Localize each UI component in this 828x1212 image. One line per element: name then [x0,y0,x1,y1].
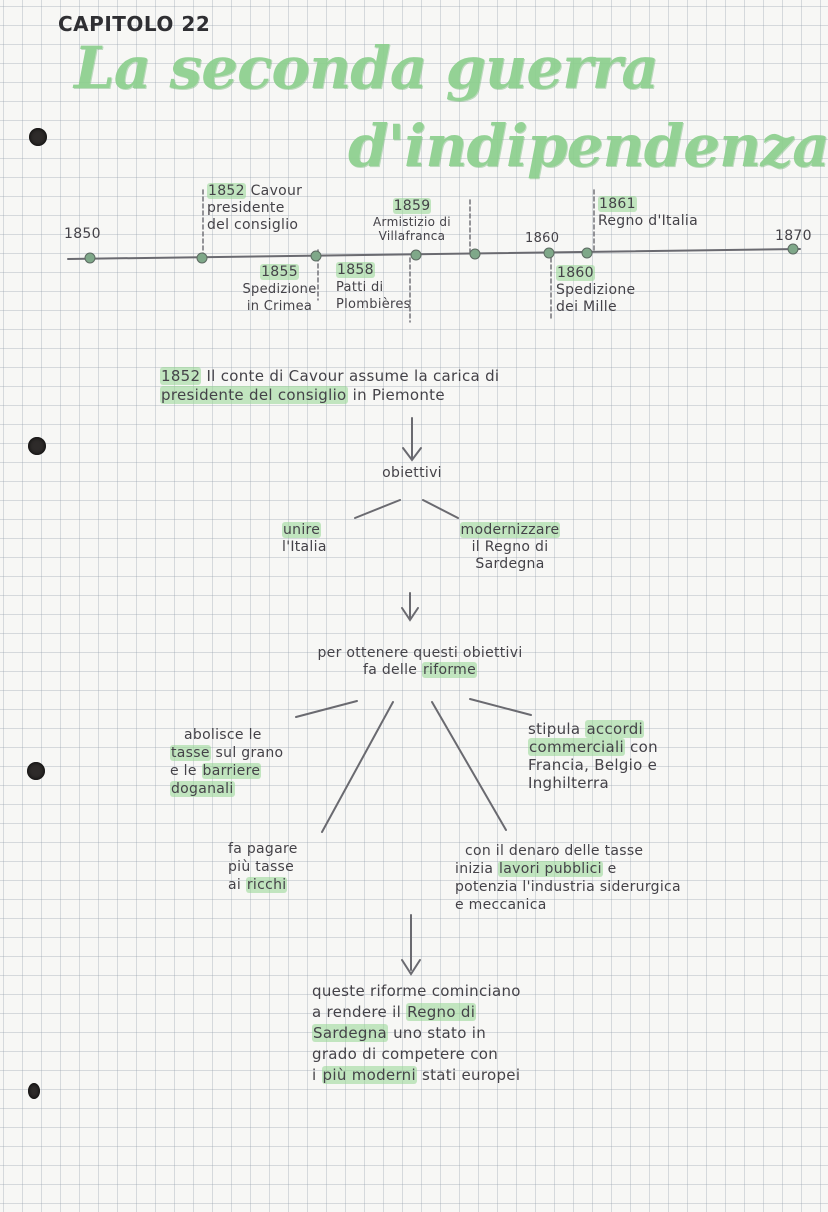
timeline-event-1861: 1861 Regno d'Italia [598,196,698,229]
timeline-start-year: 1850 [64,226,101,242]
chapter-label: CAPITOLO 22 [58,12,211,36]
riforma-accordi-commerciali: stipula accordi commerciali con Francia,… [528,720,658,792]
punch-hole-4 [28,1083,40,1099]
punch-hole-1 [29,128,47,146]
timeline-event-1855: 1855 Spedizione in Crimea [242,264,317,314]
conclusione-text: queste riforme cominciano a rendere il R… [312,982,521,1084]
punch-hole-3 [27,762,45,780]
obiettivo-modernizzare: modernizzare il Regno di Sardegna [459,522,561,572]
riforme-intro: per ottenere questi obiettivi fa delle r… [317,645,523,678]
obiettivo-unire: unire l'Italia [282,522,327,555]
page-title-line1: La seconda guerra [74,34,659,102]
punch-hole-2 [28,437,46,455]
timeline-event-1852: 1852 Cavour presidente del consiglio [207,183,303,233]
timeline-event-1860-top: 1860 [525,231,560,246]
timeline-event-1860-bottom: 1860 Spedizione dei Mille [556,265,636,315]
riforma-lavori-pubblici: con il denaro delle tasse inizia lavori … [455,843,681,913]
intro-text: 1852 Il conte di Cavour assume la carica… [160,367,500,404]
page-title-line2: d'indipendenza [348,112,828,180]
timeline-end-year: 1870 [775,228,812,244]
timeline-event-1858: 1858 Patti di Plombières [336,262,411,312]
riforma-tasse-ricchi: fa pagare più tasse ai ricchi [228,841,298,893]
timeline-event-1859: 1859 Armistizio di Villafranca [373,198,451,243]
obiettivi-label: obiettivi [382,465,442,481]
riforma-abolisce-tasse: abolisce le tasse sul grano e le barrier… [170,727,284,797]
